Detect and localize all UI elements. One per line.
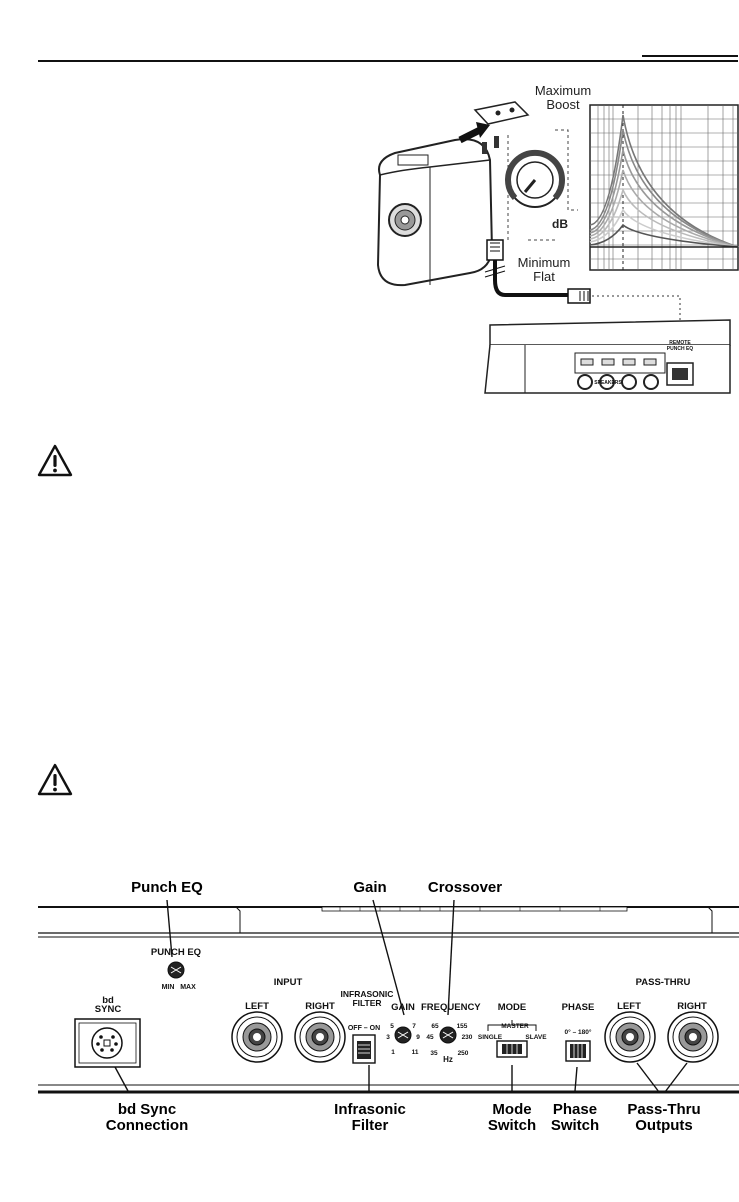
gain-scale-11: 11	[411, 1049, 419, 1056]
input-left-jack	[231, 1011, 283, 1063]
gain-scale-7: 7	[412, 1023, 416, 1030]
gain-scale-1: 1	[391, 1049, 395, 1056]
pass-thru-right-jack	[667, 1011, 719, 1063]
mounting-bracket	[458, 101, 530, 154]
label-db: dB	[552, 217, 568, 231]
label-gain: GAIN	[391, 1002, 415, 1013]
label-phase-range: 0° – 180°	[564, 1029, 592, 1036]
label-maximum-boost: Maximum Boost	[534, 83, 592, 112]
bd-sync-connector	[74, 1018, 141, 1068]
frequency-knob	[439, 1026, 457, 1044]
callout-pass-thru-outputs: Pass-Thru Outputs	[627, 1101, 701, 1134]
label-hz: Hz	[443, 1055, 453, 1064]
phase-switch	[565, 1040, 591, 1062]
freq-scale-230: 230	[461, 1034, 473, 1041]
label-max: MAX	[180, 984, 196, 991]
warning-icon	[37, 763, 73, 796]
remote-knob-housing	[376, 138, 494, 287]
infrasonic-switch	[352, 1034, 376, 1064]
label-remote-punch-eq: REMOTE PUNCH EQ	[666, 340, 694, 352]
callout-mode-switch: Mode Switch	[487, 1101, 537, 1134]
label-speakers: SPEAKERS	[594, 380, 622, 386]
freq-scale-65: 65	[431, 1023, 439, 1030]
gain-scale-3: 3	[386, 1034, 390, 1041]
freq-scale-45: 45	[426, 1034, 434, 1041]
label-frequency: FREQUENCY	[421, 1002, 481, 1013]
warning-icon	[37, 444, 73, 477]
label-master: MASTER	[501, 1023, 529, 1030]
label-input-right: RIGHT	[305, 1001, 335, 1012]
label-phase: PHASE	[561, 1002, 595, 1013]
freq-scale-250: 250	[457, 1050, 469, 1057]
label-infrasonic-filter: INFRASONIC FILTER	[340, 989, 394, 1008]
label-pass-thru: PASS-THRU	[635, 977, 691, 988]
remote-punch-eq-diagram	[376, 101, 739, 394]
label-input-left: LEFT	[245, 1001, 269, 1012]
amplifier-control-panel	[38, 899, 739, 1094]
label-input: INPUT	[273, 977, 303, 988]
amplifier-illustration	[484, 319, 731, 394]
label-single: SINGLE	[477, 1034, 503, 1041]
eq-response-graph	[589, 104, 739, 271]
freq-scale-155: 155	[456, 1023, 468, 1030]
mode-switch	[487, 1020, 537, 1058]
input-right-jack	[294, 1011, 346, 1063]
gain-knob	[394, 1026, 412, 1044]
label-pass-thru-right: RIGHT	[677, 1001, 707, 1012]
header-rule	[38, 60, 738, 62]
callout-gain: Gain	[353, 879, 387, 896]
callout-punch-eq: Punch EQ	[131, 879, 203, 896]
label-punch-eq: PUNCH EQ	[150, 947, 202, 958]
label-min: MIN	[161, 984, 175, 991]
gain-scale-5: 5	[390, 1023, 394, 1030]
label-slave: SLAVE	[525, 1034, 547, 1041]
callout-crossover: Crossover	[427, 879, 503, 896]
callout-infrasonic-filter: Infrasonic Filter	[334, 1101, 406, 1134]
freq-scale-35: 35	[430, 1050, 438, 1057]
callout-phase-switch: Phase Switch	[550, 1101, 600, 1134]
label-mode: MODE	[497, 1002, 527, 1013]
label-pass-thru-left: LEFT	[617, 1001, 641, 1012]
label-bd-sync: bd SYNC	[94, 995, 122, 1015]
punch-eq-knob	[167, 961, 185, 979]
pass-thru-left-jack	[604, 1011, 656, 1063]
label-off-on: OFF – ON	[347, 1025, 381, 1032]
callout-bd-sync-connection: bd Sync Connection	[105, 1101, 189, 1134]
header-tab-rule	[642, 55, 738, 57]
gain-scale-9: 9	[416, 1034, 420, 1041]
db-dial-icon	[505, 149, 565, 208]
label-minimum-flat: Minimum Flat	[517, 255, 571, 284]
